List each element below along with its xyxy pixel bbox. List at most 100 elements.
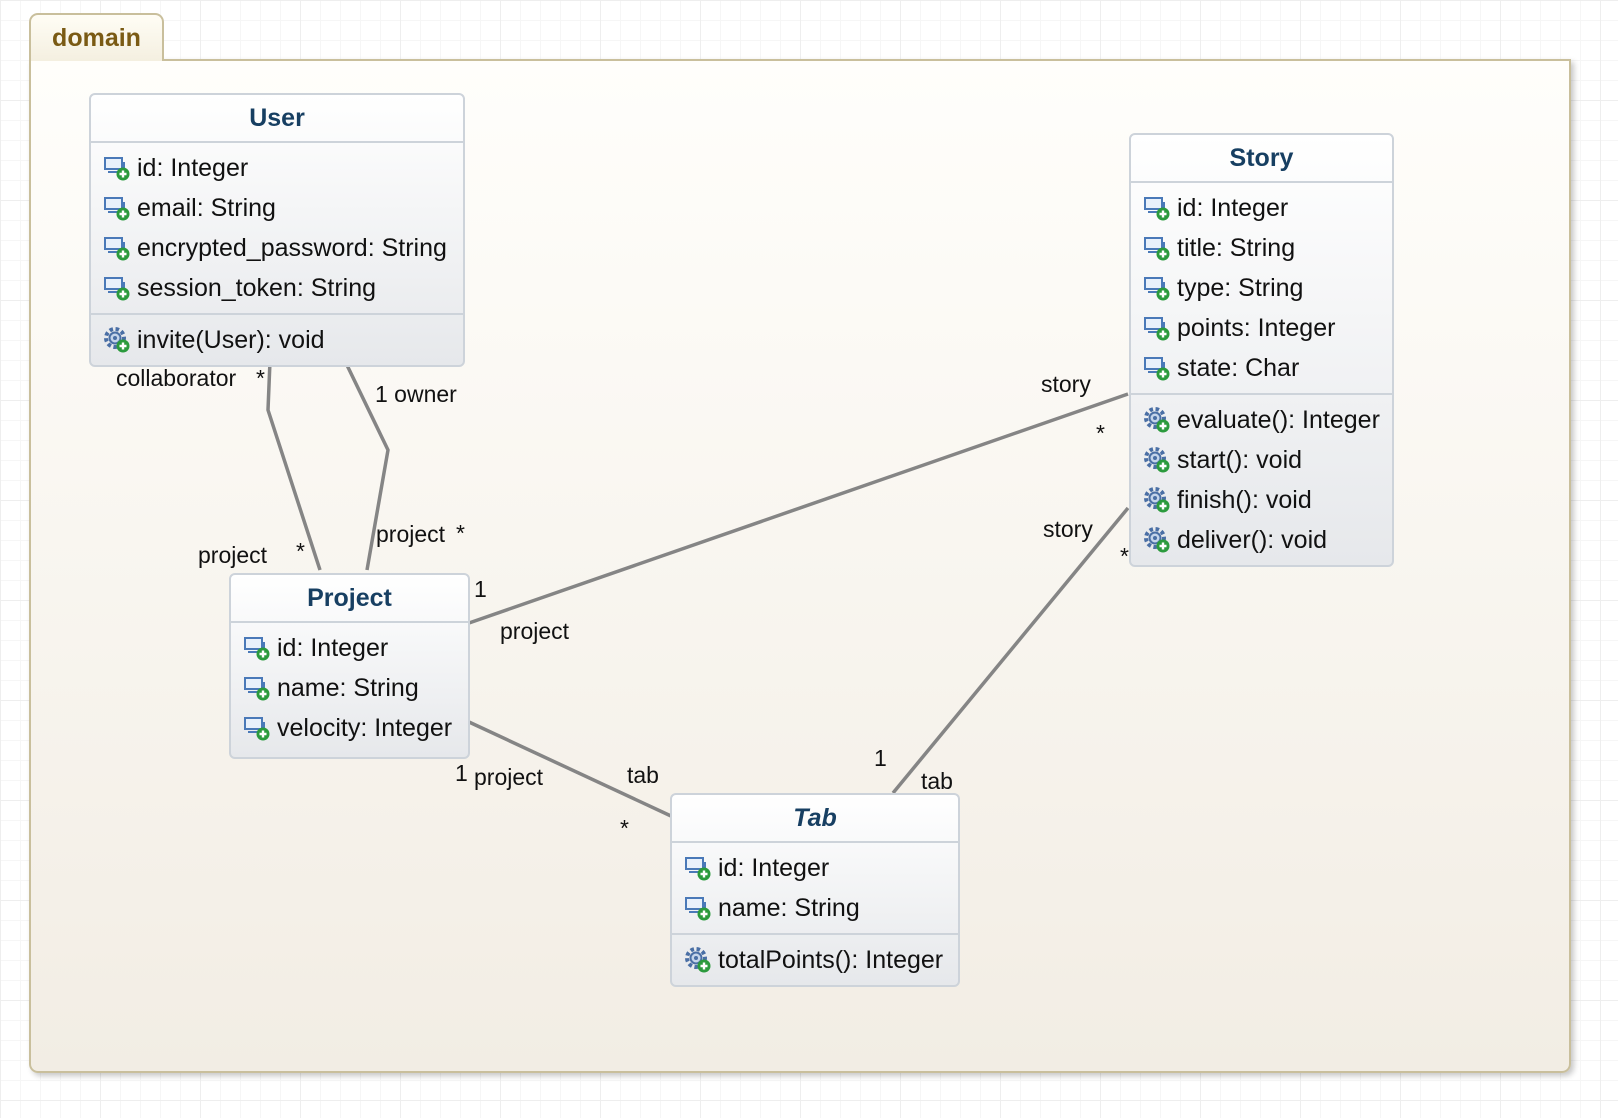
attribute-text: velocity: Integer: [277, 714, 453, 742]
attribute-icon: [1144, 237, 1170, 261]
operation-compartment: invite(User): void: [91, 313, 463, 365]
operation-row[interactable]: totalPoints(): Integer: [672, 940, 958, 980]
attribute-text: name: String: [277, 674, 419, 702]
attribute-text: session_token: String: [137, 274, 377, 302]
attribute-compartment: id: Integer name: String velocity: Integ…: [231, 623, 468, 757]
class-name: User: [91, 95, 463, 143]
attribute-compartment: id: Integer email: String encrypted_pass…: [91, 143, 463, 313]
tab-story-story-multiplicity: *: [1120, 543, 1129, 569]
attribute-row[interactable]: title: String: [1131, 228, 1392, 268]
class-name: Tab: [672, 795, 958, 843]
operation-icon: [1144, 447, 1170, 473]
attribute-text: points: Integer: [1177, 314, 1336, 342]
project-tab-tab-role-label: tab: [627, 762, 659, 788]
attribute-icon: [1144, 277, 1170, 301]
collaborator-association-line: [266, 360, 322, 571]
attribute-icon: [685, 857, 711, 881]
operation-row[interactable]: evaluate(): Integer: [1131, 400, 1392, 440]
attribute-icon: [1144, 357, 1170, 381]
attribute-icon: [685, 897, 711, 921]
collaborator-project-role-label: project: [198, 542, 268, 568]
class-tab[interactable]: Tab id: Integer name: String totalPoints…: [670, 793, 960, 987]
attribute-icon: [104, 197, 130, 221]
attribute-row[interactable]: velocity: Integer: [231, 708, 468, 748]
attribute-row[interactable]: email: String: [91, 188, 463, 228]
operation-row[interactable]: start(): void: [1131, 440, 1392, 480]
operation-row[interactable]: deliver(): void: [1131, 520, 1392, 560]
project-story-project-multiplicity: 1: [474, 576, 487, 602]
operation-text: finish(): void: [1177, 486, 1312, 514]
project-story-story-multiplicity: *: [1096, 420, 1105, 446]
tab-story-story-role-label: story: [1043, 516, 1093, 542]
tab-story-tab-role-label: tab: [921, 768, 953, 794]
attribute-row[interactable]: id: Integer: [1131, 188, 1392, 228]
attribute-icon: [244, 637, 270, 661]
project-story-project-role-label: project: [500, 618, 570, 644]
project-story-story-role-label: story: [1041, 371, 1091, 397]
attribute-compartment: id: Integer title: String type: String p…: [1131, 183, 1392, 393]
attribute-row[interactable]: points: Integer: [1131, 308, 1392, 348]
attribute-row[interactable]: id: Integer: [231, 628, 468, 668]
tab-story-tab-multiplicity: 1: [874, 745, 887, 771]
attribute-text: type: String: [1177, 274, 1304, 302]
class-user[interactable]: User id: Integer email: String encrypted…: [89, 93, 465, 367]
class-name: Story: [1131, 135, 1392, 183]
owner-association-line: [343, 360, 390, 571]
project-story-association-line: [468, 392, 1129, 625]
attribute-row[interactable]: encrypted_password: String: [91, 228, 463, 268]
attribute-icon: [1144, 197, 1170, 221]
attribute-text: id: Integer: [1177, 194, 1289, 222]
attribute-row[interactable]: id: Integer: [672, 848, 958, 888]
attribute-row[interactable]: session_token: String: [91, 268, 463, 308]
attribute-icon: [104, 157, 130, 181]
operation-row[interactable]: invite(User): void: [91, 320, 463, 360]
operation-row[interactable]: finish(): void: [1131, 480, 1392, 520]
attribute-text: state: Char: [1177, 354, 1300, 382]
operation-text: totalPoints(): Integer: [718, 946, 944, 974]
attribute-row[interactable]: name: String: [672, 888, 958, 928]
operation-icon: [1144, 407, 1170, 433]
operation-icon: [1144, 527, 1170, 553]
attribute-row[interactable]: name: String: [231, 668, 468, 708]
attribute-icon: [244, 677, 270, 701]
operation-icon: [1144, 487, 1170, 513]
package-tab[interactable]: domain: [29, 13, 164, 61]
operation-compartment: totalPoints(): Integer: [672, 933, 958, 985]
owner-role-label: 1 owner: [375, 381, 457, 407]
class-story[interactable]: Story id: Integer title: String type: St…: [1129, 133, 1394, 567]
class-project[interactable]: Project id: Integer name: String velocit…: [229, 573, 470, 759]
operation-text: invite(User): void: [137, 326, 325, 354]
attribute-icon: [244, 717, 270, 741]
attribute-text: id: Integer: [718, 854, 830, 882]
attribute-icon: [104, 277, 130, 301]
collaborator-role-label: collaborator: [116, 365, 237, 391]
attribute-row[interactable]: type: String: [1131, 268, 1392, 308]
project-tab-project-multiplicity: 1: [455, 760, 468, 786]
attribute-text: title: String: [1177, 234, 1296, 262]
collaborator-user-multiplicity: *: [256, 365, 265, 391]
operation-text: evaluate(): Integer: [1177, 406, 1380, 434]
operation-icon: [685, 947, 711, 973]
attribute-icon: [104, 237, 130, 261]
operation-icon: [104, 327, 130, 353]
attribute-row[interactable]: id: Integer: [91, 148, 463, 188]
operation-text: start(): void: [1177, 446, 1303, 474]
attribute-text: email: String: [137, 194, 276, 222]
owner-project-role-label: project: [376, 521, 446, 547]
attribute-text: encrypted_password: String: [137, 234, 447, 262]
tab-story-association-line: [891, 506, 1130, 795]
attribute-icon: [1144, 317, 1170, 341]
operation-text: deliver(): void: [1177, 526, 1328, 554]
attribute-text: id: Integer: [137, 154, 249, 182]
attribute-text: id: Integer: [277, 634, 389, 662]
owner-project-multiplicity: *: [456, 520, 465, 546]
project-tab-tab-multiplicity: *: [620, 815, 629, 841]
attribute-text: name: String: [718, 894, 860, 922]
collaborator-project-multiplicity: *: [296, 538, 305, 564]
operation-compartment: evaluate(): Integer start(): void finish…: [1131, 393, 1392, 565]
attribute-row[interactable]: state: Char: [1131, 348, 1392, 388]
project-tab-association-line: [468, 720, 672, 818]
project-tab-project-role-label: project: [474, 764, 544, 790]
attribute-compartment: id: Integer name: String: [672, 843, 958, 933]
